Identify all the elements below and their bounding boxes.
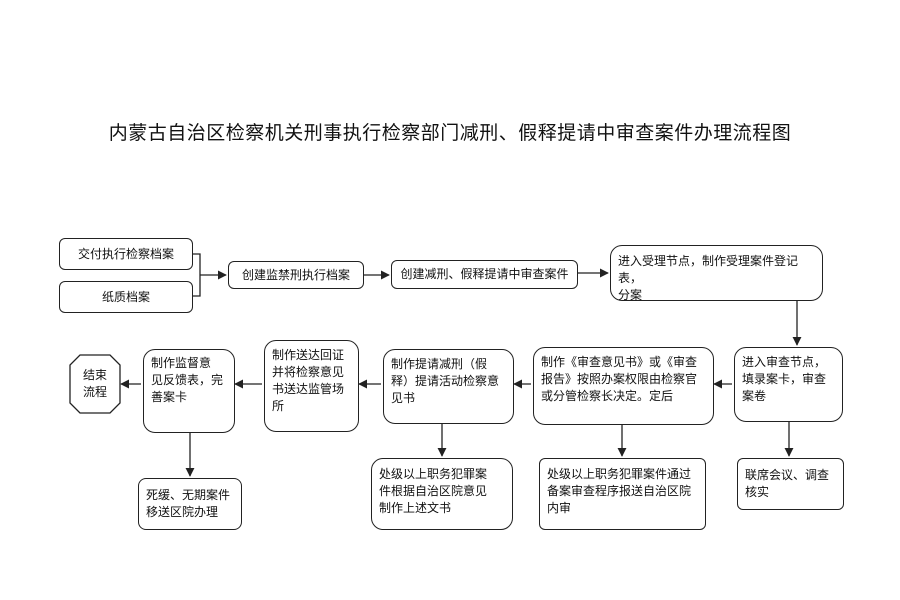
joint-meeting-box: 联席会议、调查 核实 — [737, 458, 844, 510]
per-region-opinion-box: 处级以上职务犯罪案 件根据自治区院意见 制作上述文书 — [371, 458, 513, 530]
page-title: 内蒙古自治区检察机关刑事执行检察部门减刑、假释提请中审查案件办理流程图 — [108, 122, 792, 144]
supervise-feedback-box: 制作监督意 见反馈表，完 善案卡 — [143, 349, 235, 433]
end-process-label: 结束 流程 — [82, 368, 107, 399]
report-region-box: 处级以上职务犯罪案件通过 备案审查程序报送自治区院 内审 — [539, 458, 706, 530]
paper-archive-box: 纸质档案 — [59, 281, 193, 313]
make-proposal-box: 制作提请减刑（假 释）提请活动检察意 见书 — [383, 349, 514, 424]
create-prison-archive-box: 创建监禁刑执行档案 — [228, 261, 364, 289]
accept-node-box: 进入受理节点，制作受理案件登记表， 分案 — [610, 245, 823, 302]
create-case-box: 创建减刑、假释提请中审查案件 — [391, 260, 578, 289]
deliver-receipt-box: 制作送达回证 并将检察意见 书送达监管场 所 — [264, 340, 359, 432]
deliver-archive-box: 交付执行检察档案 — [59, 238, 193, 270]
make-opinion-box: 制作《审查意见书》或《审查 报告》按照办案权限由检察官 或分管检察长决定。定后 — [533, 347, 714, 425]
transfer-region-box: 死缓、无期案件 移送区院办理 — [138, 478, 242, 530]
end-process-shape — [69, 354, 121, 414]
connector-deliver-merge — [193, 253, 201, 297]
review-node-box: 进入审查节点， 填录案卡，审查 案卷 — [734, 347, 843, 422]
